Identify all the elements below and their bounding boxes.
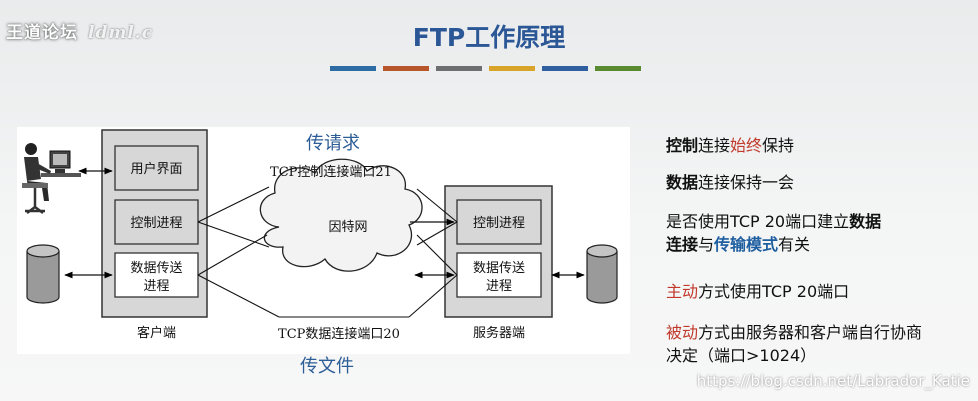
text-keep: 保持	[762, 136, 795, 155]
text-related: 有关	[778, 235, 811, 254]
text-passive-desc: 方式由服务器和客户端自行协商	[698, 323, 923, 342]
arrows	[64, 167, 585, 279]
forum-logo: 王道论坛 ldml.c	[6, 18, 153, 43]
server-data-label-1: 数据传送	[473, 261, 525, 276]
text-active-desc: 方式使用TCP 20端口	[698, 282, 850, 301]
text-active: 主动	[666, 282, 699, 301]
server-control-box	[456, 199, 542, 245]
panel-line-5: 主动方式使用TCP 20端口	[666, 280, 849, 303]
transfer-caption-text: 传文件	[300, 356, 354, 377]
client-ui-label: 用户界面	[130, 161, 182, 177]
color-divider	[330, 66, 641, 71]
text-control: 控制	[666, 136, 699, 155]
text-whether-port20: 是否使用TCP 20端口建立	[666, 212, 850, 231]
logo-scribble: ldml.c	[88, 23, 154, 43]
text-decide-port: 决定（端口>1024）	[666, 346, 817, 365]
client-control-box	[114, 199, 199, 245]
user-computer-icon	[22, 143, 81, 214]
client-database-icon	[26, 244, 60, 304]
divider-bar-2	[383, 66, 429, 71]
panel-line-7: 决定（端口>1024）	[666, 344, 816, 367]
panel-line-2: 数据连接保持一会	[666, 171, 794, 194]
server-label: 服务器端	[473, 325, 525, 341]
panel-line-6: 被动方式由服务器和客户端自行协商	[666, 321, 922, 344]
request-caption: 传请求	[306, 133, 360, 154]
divider-bar-4	[489, 66, 535, 71]
text-data: 数据	[666, 173, 699, 192]
text-passive: 被动	[666, 323, 699, 342]
client-ui-box	[114, 145, 199, 191]
text-and: 与	[698, 235, 715, 254]
client-data-label-2: 进程	[143, 279, 169, 294]
logo-text: 王道论坛	[6, 23, 78, 43]
panel-line-4: 连接与传输模式有关	[666, 233, 810, 256]
connection-lines	[197, 186, 458, 318]
server-data-box	[456, 252, 542, 298]
ftp-diagram: 传请求 TCP控制连接端口21 因特网 TCP数据连接端口20 用户界面 控制进…	[17, 127, 630, 354]
data-connection-label: TCP数据连接端口20	[278, 326, 400, 342]
ftp-diagram-svg: 传请求 TCP控制连接端口21 因特网 TCP数据连接端口20 用户界面 控制进…	[22, 129, 618, 342]
server-data-label-2: 进程	[486, 279, 512, 294]
divider-bar-6	[595, 66, 641, 71]
panel-line-3: 是否使用TCP 20端口建立数据	[666, 210, 881, 233]
text-data-bold: 数据	[849, 212, 882, 231]
internet-cloud	[259, 158, 423, 272]
server-control-label: 控制进程	[473, 216, 525, 231]
client-control-label: 控制进程	[130, 216, 182, 231]
csdn-watermark: https://blog.csdn.net/Labrador_Katie	[696, 372, 970, 390]
control-connection-label: TCP控制连接端口21	[270, 164, 392, 180]
server-database-icon	[586, 244, 618, 304]
text-connection-bold: 连接	[666, 235, 699, 254]
client-label: 客户端	[137, 325, 176, 341]
text-transfer-mode: 传输模式	[714, 235, 779, 254]
divider-bar-5	[542, 66, 588, 71]
text-connection: 连接	[698, 136, 731, 155]
internet-label: 因特网	[328, 220, 367, 235]
panel-line-1: 控制连接始终保持	[666, 134, 794, 157]
text-keep-a-while: 连接保持一会	[698, 173, 795, 192]
divider-bar-1	[330, 66, 376, 71]
divider-bar-3	[436, 66, 482, 71]
page-title: FTP工作原理	[412, 23, 566, 52]
client-data-label-1: 数据传送	[130, 261, 182, 276]
transfer-caption: 传文件	[300, 352, 354, 378]
text-always: 始终	[730, 136, 763, 155]
